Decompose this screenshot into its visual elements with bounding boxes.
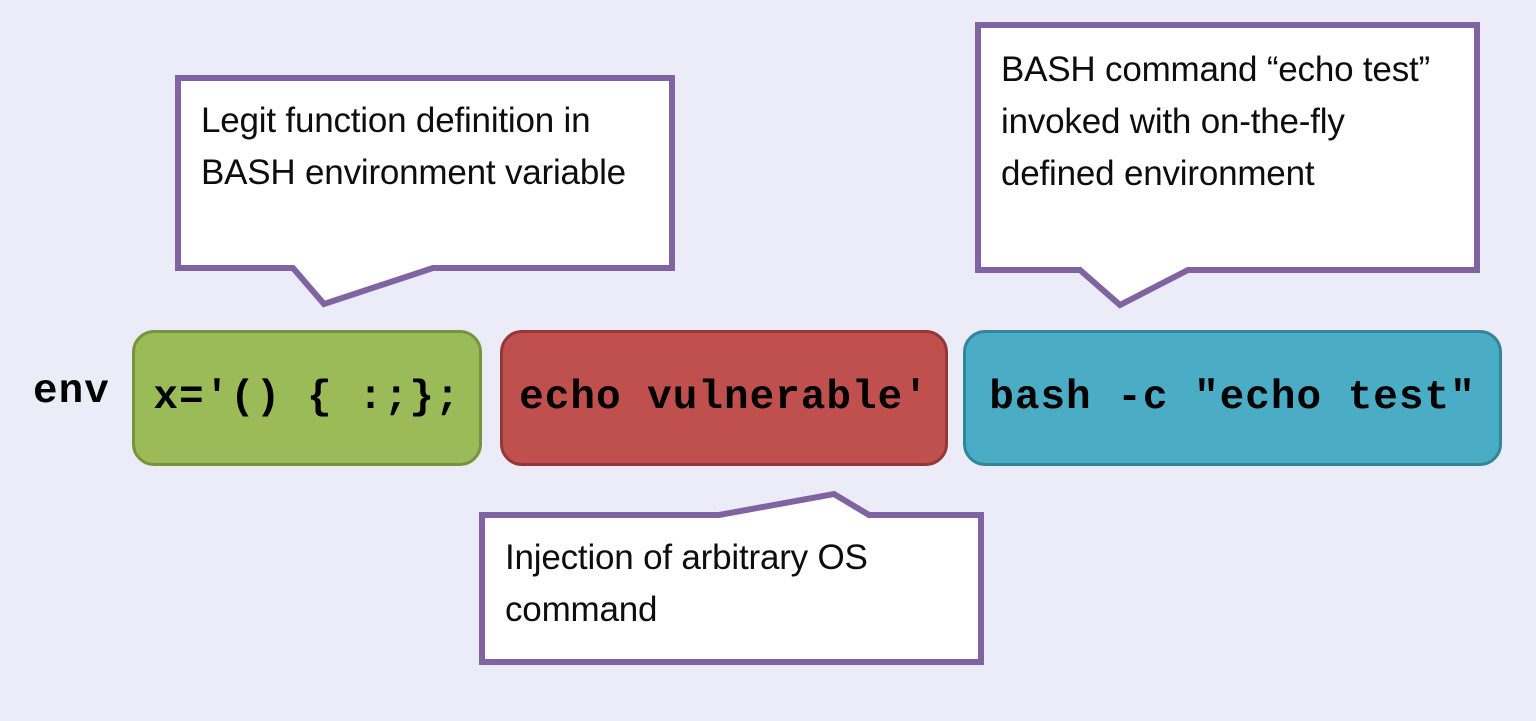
command-segment-env-var-definition[interactable]: x='() { :;}; (132, 330, 482, 466)
command-segment-injected-command[interactable]: echo vulnerable' (500, 330, 948, 466)
callout-bash-command-invocation-shape (975, 22, 1480, 309)
callout-legit-function-definition: Legit function definition in BASH enviro… (175, 75, 675, 310)
callout-os-command-injection-text: Injection of arbitrary OS command (505, 538, 868, 629)
callout-legit-function-definition-shape (175, 75, 675, 308)
callout-os-command-injection: Injection of arbitrary OS command (479, 490, 984, 670)
callout-bash-command-invocation-text: BASH command “echo test” invoked with on… (1001, 50, 1430, 193)
callout-bash-command-invocation: BASH command “echo test” invoked with on… (975, 22, 1480, 312)
command-strip: env x='() { :;}; echo vulnerable' bash -… (0, 325, 1536, 475)
callout-legit-function-definition-text: Legit function definition in BASH enviro… (201, 101, 626, 192)
command-prefix-env: env (33, 369, 110, 415)
callout-os-command-injection-shape (479, 490, 984, 665)
command-segment-bash-invocation[interactable]: bash -c "echo test" (963, 330, 1502, 466)
